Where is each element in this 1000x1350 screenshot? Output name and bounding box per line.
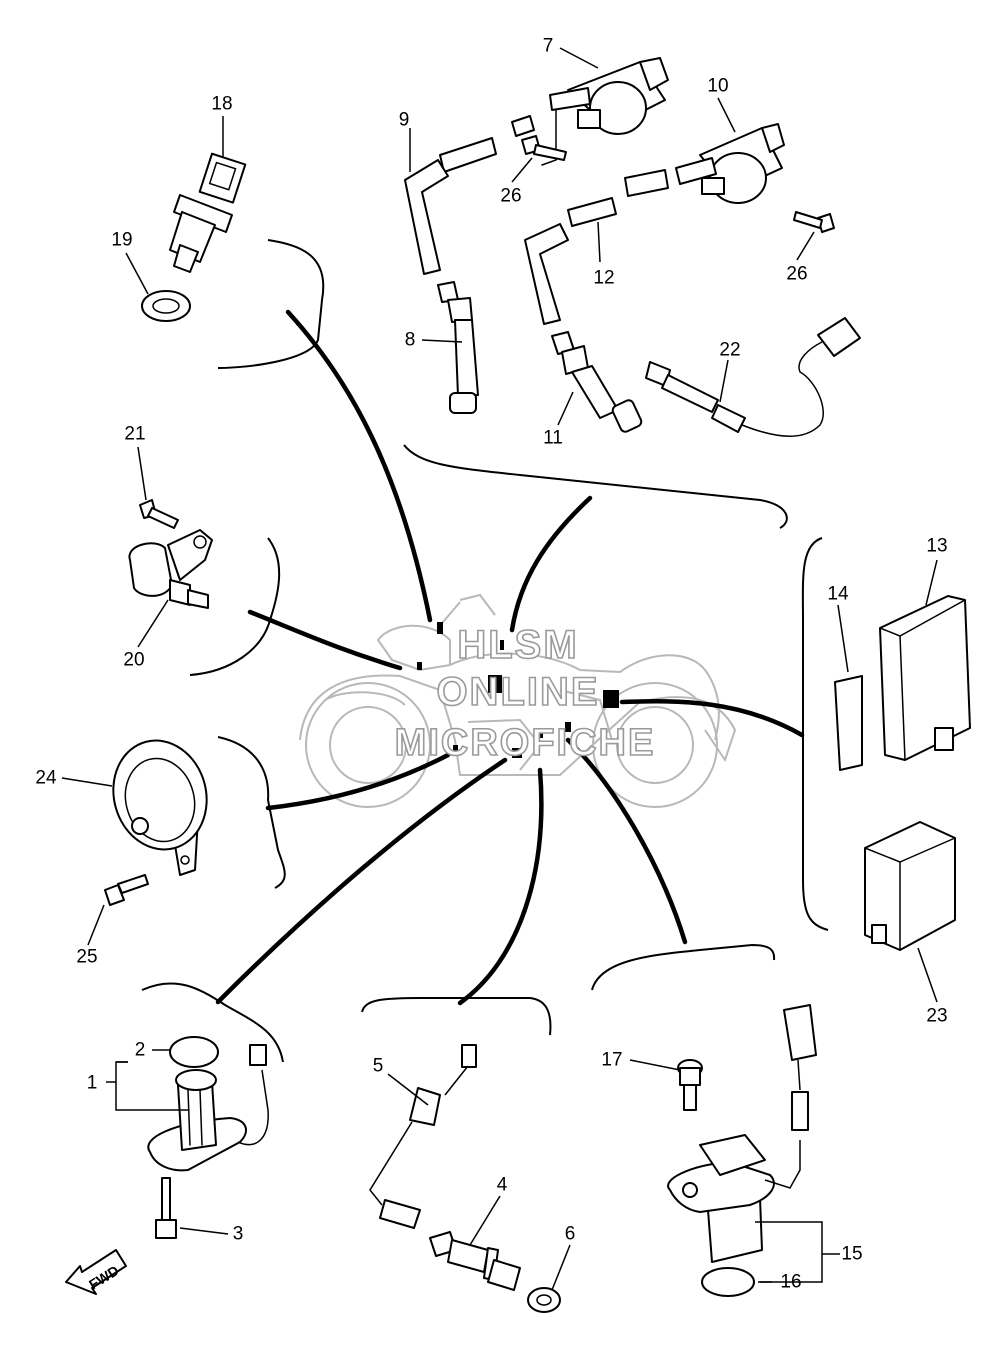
callout-6: 6 (565, 1224, 576, 1245)
callout-7: 7 (543, 36, 554, 57)
callout-15: 15 (841, 1244, 862, 1265)
callout-18: 18 (211, 94, 232, 115)
sensor-lead-5 (369, 1044, 477, 1229)
callout-19: 19 (111, 230, 132, 251)
bracket-14 (834, 675, 863, 771)
callout-21: 21 (124, 424, 145, 445)
callout-8: 8 (405, 330, 416, 351)
callout-1: 1 (87, 1073, 98, 1094)
callout-11: 11 (543, 428, 563, 449)
sensor-4 (429, 1231, 521, 1291)
connector-marks (417, 622, 619, 758)
fwd-arrow-icon: FWD (65, 1249, 127, 1295)
callout-24: 24 (35, 768, 57, 789)
callout-25: 25 (76, 947, 97, 968)
callout-26-b: 26 (786, 264, 807, 285)
watermark-line-3: MICROFICHE (395, 722, 656, 764)
watermark-line-1: HLSM (457, 623, 578, 667)
sensor-lead-22 (645, 317, 861, 437)
callout-13: 13 (926, 536, 947, 557)
plug-cap-11 (551, 331, 643, 433)
motorcycle-outline (299, 593, 737, 808)
horn-24 (112, 739, 208, 876)
ecu-13 (879, 595, 971, 761)
harness-wires (215, 309, 805, 1006)
callout-3: 3 (233, 1224, 244, 1245)
watermark: HLSM ONLINE MICROFICHE (394, 622, 656, 765)
plug-lead-12 (524, 169, 669, 325)
o-ring-16 (701, 1267, 755, 1297)
plug-cap-8 (437, 281, 479, 414)
washer-6 (527, 1287, 561, 1313)
callout-12: 12 (593, 268, 614, 289)
plug-lead-9 (404, 115, 535, 275)
screw-21 (139, 499, 179, 529)
callout-17: 17 (601, 1050, 622, 1071)
callout-14: 14 (827, 584, 849, 605)
callout-numbers: 1 2 3 4 5 6 7 8 9 10 11 12 13 14 15 16 1… (35, 36, 947, 1293)
sensor-15 (667, 1004, 817, 1263)
callout-5: 5 (373, 1056, 384, 1077)
bolt-3 (155, 1177, 177, 1239)
callout-4: 4 (497, 1175, 508, 1196)
bolt-25 (104, 874, 149, 906)
callout-10: 10 (707, 76, 728, 97)
sensor-20 (128, 529, 213, 609)
relay-23 (864, 821, 956, 951)
callout-23: 23 (926, 1006, 947, 1027)
callout-20: 20 (123, 650, 144, 671)
thermo-sensor-18 (169, 152, 247, 273)
leader-lines (61, 47, 938, 1291)
callout-9: 9 (399, 110, 410, 131)
watermark-line-2: ONLINE (436, 670, 599, 714)
o-ring-2 (169, 1036, 219, 1068)
callout-22: 22 (719, 340, 740, 361)
ignition-coil-7 (541, 57, 669, 166)
ignition-coil-10 (675, 123, 785, 204)
group-brackets (141, 239, 829, 1063)
sensor-1 (147, 1044, 269, 1172)
callout-2: 2 (135, 1040, 146, 1061)
gasket-19 (141, 290, 191, 322)
bolt-26-a (521, 135, 567, 161)
callout-26-a: 26 (500, 186, 521, 207)
bolt-26-b (793, 211, 835, 233)
bolt-17 (677, 1059, 703, 1111)
callout-16: 16 (780, 1272, 801, 1293)
